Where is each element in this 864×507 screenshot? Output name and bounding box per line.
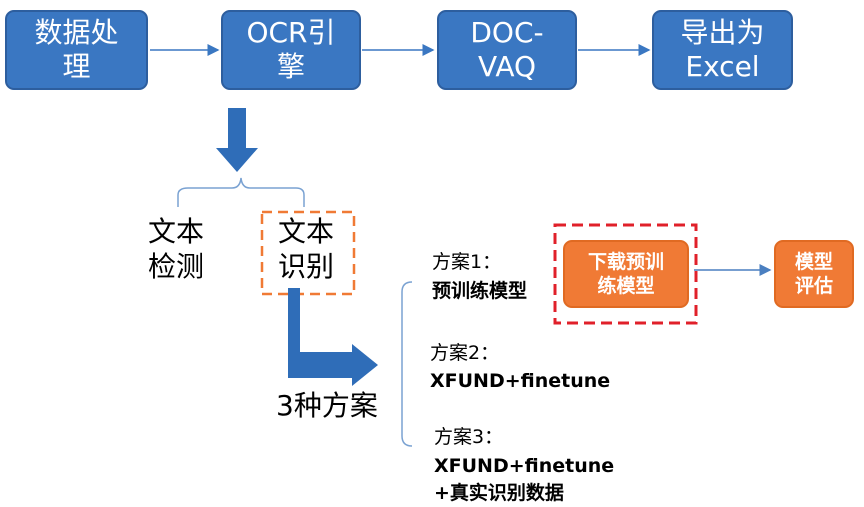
step-export-excel: 导出为 Excel <box>652 10 793 90</box>
plans-count-label: 3种方案 <box>276 389 378 422</box>
download-highlight <box>553 223 698 325</box>
plan-2-detail: XFUND+finetune <box>430 370 611 392</box>
model-evaluation-box: 模型 评估 <box>774 240 854 308</box>
plan-1-title: 方案1： <box>432 251 502 273</box>
text-recognition-label: 文本 识别 <box>278 215 335 283</box>
plan-1-detail: 预训练模型 <box>432 280 528 302</box>
download-pretrained-model-box: 下载预训 练模型 <box>563 240 689 308</box>
text-detection-label: 文本 检测 <box>148 215 205 283</box>
plan-3-detail: XFUND+finetune +真实识别数据 <box>434 455 615 504</box>
plans-bracket <box>401 281 413 447</box>
elbow-arrow <box>288 288 378 386</box>
down-block-arrow <box>216 108 258 172</box>
step-doc-vaq: DOC- VAQ <box>437 10 577 90</box>
plan-3-title: 方案3： <box>434 426 504 448</box>
step-ocr-engine: OCR引 擎 <box>221 10 361 90</box>
step-data-processing: 数据处 理 <box>5 10 148 90</box>
brace <box>177 177 305 207</box>
plan-2-title: 方案2： <box>430 342 500 364</box>
recognition-highlight <box>260 210 356 296</box>
